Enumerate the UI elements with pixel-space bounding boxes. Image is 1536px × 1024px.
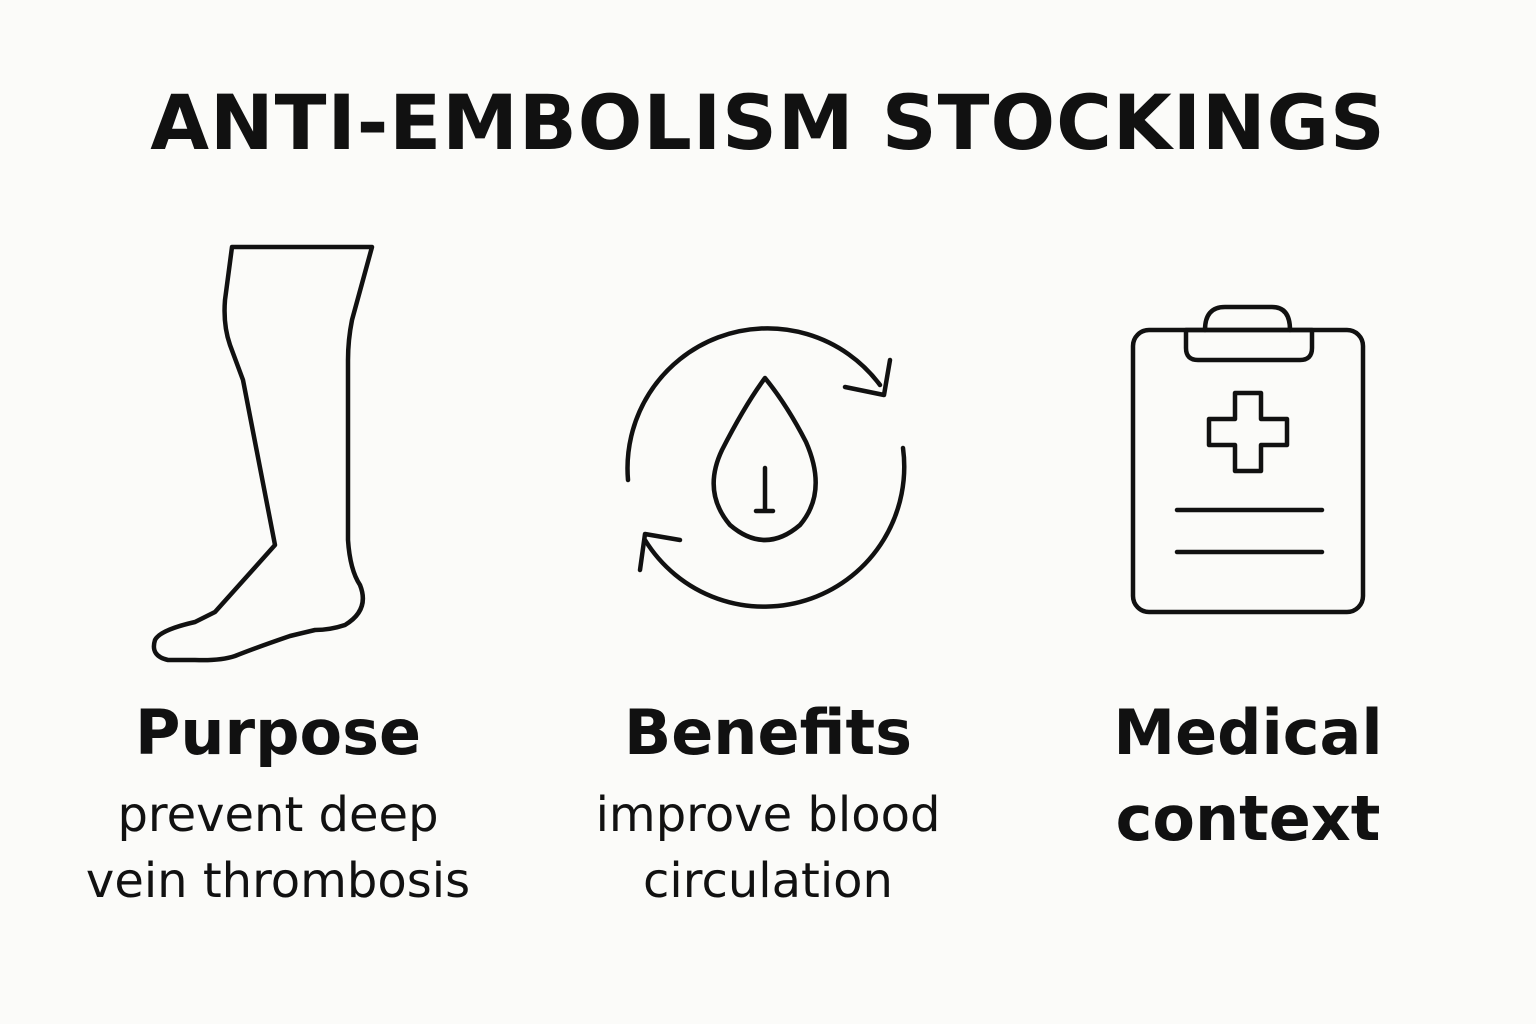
blood-drop-icon (711, 375, 818, 543)
benefits-line-1: improve blood (595, 787, 941, 843)
medical-clipboard-icon (1130, 304, 1366, 615)
benefits-line-2: circulation (643, 853, 893, 909)
medical-heading-line-1: Medical (1113, 696, 1383, 769)
medical-context-column: Medical context (1008, 690, 1488, 862)
circulation-cycle-icon (625, 326, 907, 609)
purpose-line-1: prevent deep (117, 787, 439, 843)
purpose-heading: Purpose (134, 696, 422, 769)
cross-icon (1206, 390, 1290, 474)
page-title: ANTI-EMBOLISM STOCKINGS (150, 78, 1386, 167)
purpose-line-2: vein thrombosis (85, 853, 471, 909)
benefits-column: Benefits improve blood circulation (528, 690, 1008, 914)
purpose-column: Purpose prevent deep vein thrombosis (38, 690, 518, 914)
leg-stocking-icon (151, 244, 375, 663)
medical-heading-line-2: context (1115, 782, 1381, 855)
benefits-heading: Benefits (624, 696, 912, 769)
